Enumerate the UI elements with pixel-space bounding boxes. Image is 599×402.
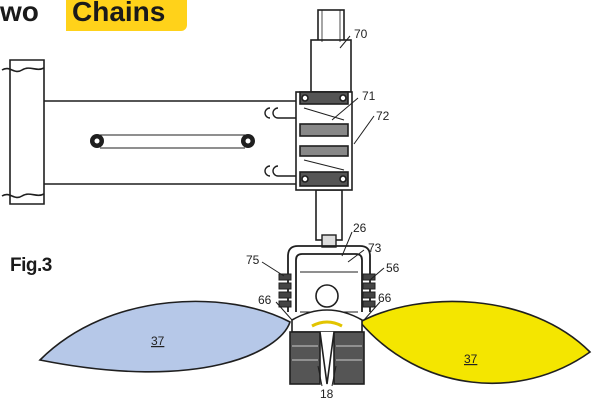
frame-beam: [1, 59, 298, 205]
callout-71: 71: [362, 89, 376, 103]
callout-37-right: 37: [464, 352, 478, 366]
callout-75: 75: [246, 253, 260, 267]
leader-lines: [261, 35, 385, 387]
callout-72: 72: [376, 109, 390, 123]
spring-56: [362, 273, 376, 308]
shaft-nut: [321, 234, 337, 248]
callout-70: 70: [354, 27, 368, 41]
figure-label: Fig.3: [10, 255, 52, 276]
frame-bolt-left: [90, 134, 104, 148]
clamp-66: [289, 309, 365, 385]
callout-26: 26: [353, 221, 367, 235]
right-lobe-37: [358, 300, 592, 385]
callout-73: 73: [368, 241, 382, 255]
banner-word-chains: Chains: [66, 0, 187, 31]
callout-18: 18: [320, 387, 334, 401]
spring-75: [278, 273, 292, 308]
yoke-73: [287, 245, 371, 313]
bracket-71-72: [295, 91, 353, 191]
pivot-hole: [315, 284, 339, 308]
shaft-70: [310, 9, 352, 241]
callout-56: 56: [386, 261, 400, 275]
banner-word-two: wo: [0, 0, 60, 31]
frame-bolt-right: [241, 134, 255, 148]
callout-66-right: 66: [378, 291, 392, 305]
callout-66-left: 66: [258, 293, 272, 307]
callout-37-left: 37: [151, 334, 165, 348]
left-lobe-37: [38, 300, 291, 373]
bracket-hooks: [264, 107, 296, 177]
